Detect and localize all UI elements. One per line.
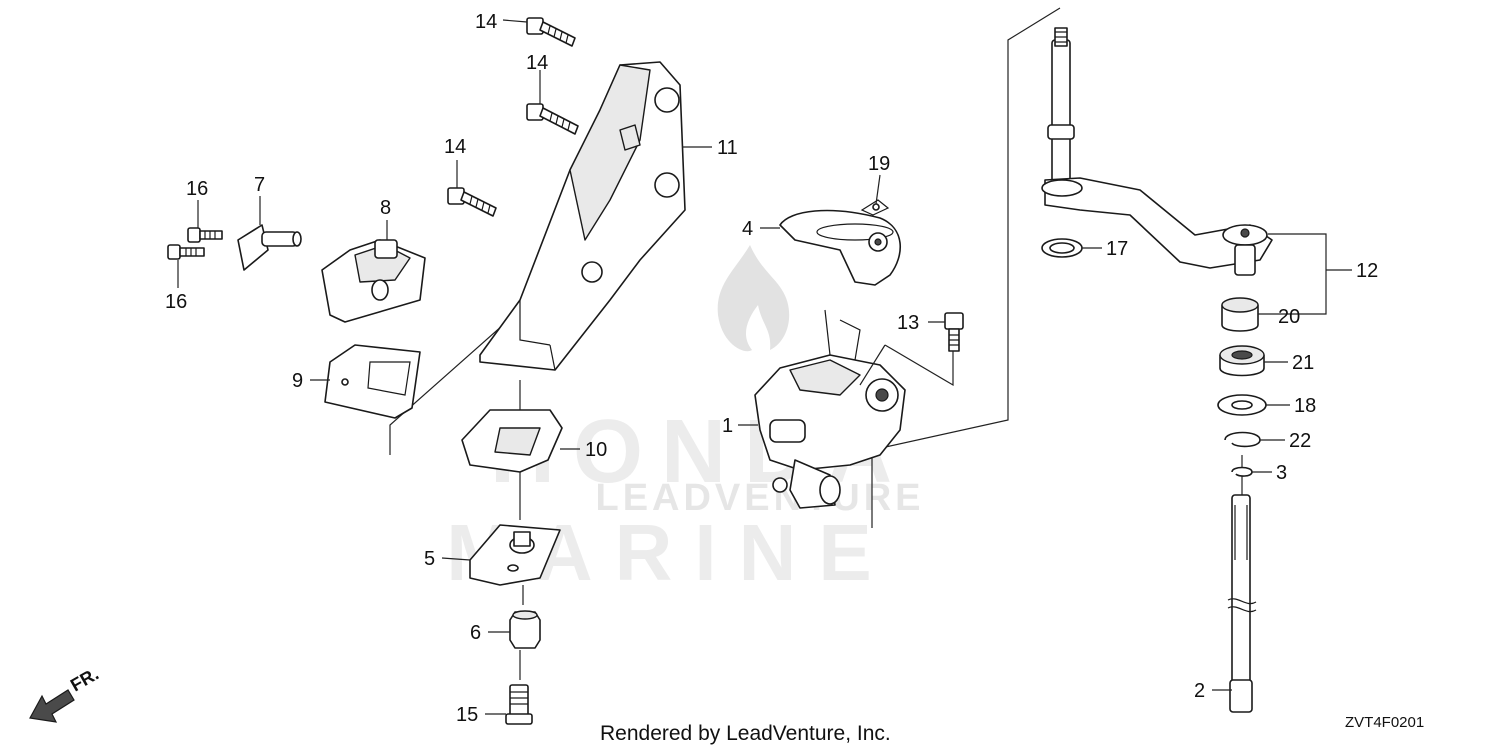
part-11-bracket	[479, 61, 686, 371]
part-9-gasket	[324, 344, 421, 419]
callout-14-middle: 14	[526, 52, 548, 74]
part-13-bolt	[944, 312, 964, 352]
watermark-line-2: LEADVENTURE	[595, 477, 924, 519]
part-3-clip	[1231, 466, 1253, 477]
callout-2: 2	[1194, 680, 1205, 702]
callout-5: 5	[424, 548, 435, 570]
part-4-lever	[779, 209, 902, 286]
callout-22: 22	[1289, 430, 1311, 452]
callout-10: 10	[585, 439, 607, 461]
callout-16-lower: 16	[165, 291, 187, 313]
part-20-bushing	[1221, 297, 1259, 332]
front-direction-indicator: FR.	[29, 664, 102, 723]
part-2-shift-rod	[1227, 494, 1257, 713]
part-15-bolt	[505, 684, 533, 725]
callout-8: 8	[380, 197, 391, 219]
callout-17: 17	[1106, 238, 1128, 260]
callout-3: 3	[1276, 462, 1287, 484]
part-16-bolt-upper	[187, 227, 223, 243]
callout-11: 11	[717, 137, 738, 159]
part-12-shift-arm	[1041, 27, 1273, 276]
callout-13: 13	[897, 312, 919, 334]
diagram-code: ZVT4F0201	[1345, 714, 1424, 731]
callout-19: 19	[868, 153, 890, 175]
callout-1: 1	[722, 415, 733, 437]
callout-12: 12	[1356, 260, 1378, 282]
callout-20: 20	[1278, 306, 1300, 328]
part-14-bolt-middle	[526, 103, 579, 135]
part-19-clip	[860, 199, 890, 216]
part-8-switch-housing	[321, 239, 426, 323]
front-direction-label: FR.	[67, 664, 102, 696]
callout-14-lower: 14	[444, 136, 466, 158]
render-credit: Rendered by LeadVenture, Inc.	[600, 722, 891, 745]
part-17-washer	[1041, 238, 1083, 258]
callout-15: 15	[456, 704, 478, 726]
front-arrow-icon	[29, 689, 75, 723]
assembly-line-right	[871, 7, 1061, 528]
callout-7: 7	[254, 174, 265, 196]
part-21-seal	[1219, 345, 1265, 377]
part-16-bolt-lower	[167, 244, 205, 260]
callout-21: 21	[1292, 352, 1314, 374]
watermark-flame-icon	[717, 245, 790, 352]
part-7-shaft	[237, 224, 302, 271]
part-1-shift-assembly	[754, 309, 906, 509]
part-5-plate	[469, 524, 561, 586]
assembly-line-left	[389, 309, 521, 455]
part-14-bolt-top	[526, 17, 576, 47]
part-18-washer	[1217, 394, 1267, 416]
callout-9: 9	[292, 370, 303, 392]
callout-18: 18	[1294, 395, 1316, 417]
part-10-gasket	[461, 409, 563, 473]
part-14-bolt-lower	[447, 187, 497, 217]
part-22-eclip	[1224, 431, 1261, 448]
callout-14-top: 14	[475, 11, 497, 33]
callout-6: 6	[470, 622, 481, 644]
part-6-nut	[509, 610, 541, 649]
callout-4: 4	[742, 218, 753, 240]
callout-leaders	[177, 19, 1352, 715]
callout-16-upper: 16	[186, 178, 208, 200]
callout-labels: 14 14 14 11 16 7 8 16 9 10 5 6 15 19 4 1…	[165, 11, 1378, 726]
